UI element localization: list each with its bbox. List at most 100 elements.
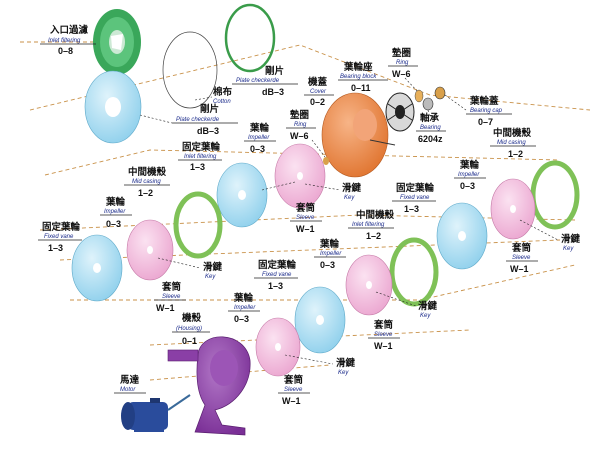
svg-text:0–8: 0–8 — [58, 46, 73, 56]
svg-text:Sleeve: Sleeve — [162, 294, 181, 300]
svg-text:dB–3: dB–3 — [197, 126, 219, 136]
label-impeller-b: 葉輪 Impeller 0–3 — [100, 196, 132, 229]
mid-casing-c-part — [389, 237, 439, 307]
fixed-vane-b-part — [71, 234, 123, 302]
svg-text:Impeller: Impeller — [104, 209, 126, 215]
svg-text:Key: Key — [563, 246, 574, 252]
svg-text:滑鍵: 滑鍵 — [203, 261, 223, 273]
label-mid-casing-c: 中間機殼 Inlet filtering 1–2 — [348, 209, 395, 241]
svg-text:中間機殼: 中間機殼 — [128, 166, 167, 178]
label-sleeve-c: 套筒 Sleeve W–1 — [368, 319, 400, 351]
svg-text:滑鍵: 滑鍵 — [561, 233, 581, 245]
label-impeller-a: 葉輪 Impeller 0–3 — [244, 122, 276, 154]
impeller-c-part — [345, 254, 393, 316]
svg-text:中間機殼: 中間機殼 — [356, 209, 395, 221]
svg-text:Bearing block: Bearing block — [340, 74, 377, 80]
svg-text:0–3: 0–3 — [106, 219, 121, 229]
housing-part — [167, 336, 251, 436]
svg-text:Key: Key — [205, 274, 216, 280]
svg-text:棉布: 棉布 — [213, 86, 233, 98]
svg-text:葉輪: 葉輪 — [319, 238, 340, 250]
svg-text:葉輪蓋: 葉輪蓋 — [469, 95, 499, 107]
svg-text:Impeller: Impeller — [320, 251, 342, 257]
svg-text:Sleeve: Sleeve — [374, 332, 393, 338]
svg-text:1–3: 1–3 — [190, 162, 205, 172]
svg-text:剛片: 剛片 — [265, 65, 284, 77]
svg-text:0–3: 0–3 — [250, 144, 265, 154]
svg-text:葉輪: 葉輪 — [233, 292, 254, 304]
label-ring-top: 墊圈 Ring W–6 — [388, 47, 419, 93]
svg-text:套筒: 套筒 — [511, 242, 532, 254]
svg-text:機殼: 機殼 — [182, 312, 202, 324]
svg-text:中間機殼: 中間機殼 — [493, 127, 532, 139]
svg-text:葉輪座: 葉輪座 — [343, 61, 373, 73]
svg-text:Bearing cap: Bearing cap — [470, 108, 503, 114]
bearing-cap-part — [434, 86, 446, 100]
svg-text:Impeller: Impeller — [234, 305, 256, 311]
svg-text:機蓋: 機蓋 — [308, 76, 328, 88]
svg-text:固定葉輪: 固定葉輪 — [258, 259, 297, 271]
label-impeller-d: 葉輪 Impeller 0–3 — [228, 292, 260, 324]
label-sleeve-right: 套筒 Sleeve W–1 — [506, 242, 538, 274]
motor-part — [121, 394, 191, 432]
label-fixed-vane-d: 固定葉輪 Fixed vane 1–3 — [254, 259, 298, 291]
label-inlet-filter: 入口過濾 Inlet filtering 0–8 — [40, 24, 96, 56]
svg-text:0–3: 0–3 — [234, 314, 249, 324]
svg-text:W–1: W–1 — [374, 341, 393, 351]
label-bearing-block: 葉輪座 Bearing block 0–11 — [338, 61, 388, 93]
svg-text:葉輪: 葉輪 — [105, 196, 126, 208]
svg-text:1–3: 1–3 — [48, 243, 63, 253]
svg-text:固定葉輪: 固定葉輪 — [42, 221, 81, 233]
svg-text:Plate checkerde: Plate checkerde — [176, 117, 220, 123]
label-housing: 機殼 (Housing) 0–1 — [172, 312, 210, 346]
svg-text:Motor: Motor — [120, 387, 136, 393]
svg-text:W–1: W–1 — [282, 396, 301, 406]
label-plate-checker-top: 剛片 Plate checkerde dB–3 — [232, 65, 298, 97]
label-key-c: 滑鍵 Key — [375, 291, 438, 319]
svg-text:葉輪: 葉輪 — [459, 159, 480, 171]
ring-mid-part — [323, 157, 329, 165]
svg-text:W–6: W–6 — [392, 69, 411, 79]
svg-text:1–2: 1–2 — [366, 231, 381, 241]
svg-text:馬達: 馬達 — [119, 374, 140, 386]
svg-text:滑鍵: 滑鍵 — [336, 357, 356, 369]
svg-text:套筒: 套筒 — [161, 281, 182, 293]
label-sleeve-d: 套筒 Sleeve W–1 — [278, 374, 310, 406]
impeller-d-part — [255, 317, 301, 377]
ring-top-part — [414, 89, 424, 103]
svg-text:1–3: 1–3 — [268, 281, 283, 291]
svg-text:0–3: 0–3 — [460, 181, 475, 191]
label-plate-checker-left: 剛片 Plate checkerde dB–3 — [139, 103, 238, 136]
label-ring-mid: 墊圈 Ring W–6 — [286, 109, 326, 158]
key-a-part — [261, 181, 296, 191]
label-fixed-vane-b: 固定葉輪 Fixed vane 1–3 — [38, 221, 82, 253]
svg-text:(Housing): (Housing) — [176, 326, 202, 332]
svg-text:W–6: W–6 — [290, 131, 309, 141]
svg-text:W–1: W–1 — [296, 224, 315, 234]
label-fixed-vane-a: 固定葉輪 Inlet filtering 1–3 — [178, 141, 222, 172]
svg-text:滑鍵: 滑鍵 — [342, 182, 362, 194]
impeller-a-part — [274, 143, 326, 209]
label-impeller-right: 葉輪 Impeller 0–3 — [454, 159, 486, 191]
svg-text:葉輪: 葉輪 — [249, 122, 270, 134]
label-impeller-c: 葉輪 Impeller 0–3 — [314, 238, 346, 270]
bearing-part — [422, 97, 434, 111]
cotton-ring — [162, 31, 218, 109]
bearing-block-part — [385, 92, 415, 132]
svg-text:Ring: Ring — [294, 122, 307, 128]
svg-text:套筒: 套筒 — [283, 374, 304, 386]
svg-text:Ring: Ring — [396, 60, 409, 66]
svg-text:0–3: 0–3 — [320, 260, 335, 270]
svg-text:Cover: Cover — [310, 89, 327, 95]
svg-text:入口過濾: 入口過濾 — [49, 24, 89, 36]
label-sleeve-b: 套筒 Sleeve W–1 — [154, 281, 186, 313]
label-bearing: 軸承 Bearing 6204z — [416, 109, 446, 144]
svg-text:墊圈: 墊圈 — [392, 47, 411, 59]
svg-text:套筒: 套筒 — [295, 202, 316, 214]
fixed-vane-a-part — [216, 162, 268, 228]
svg-text:Inlet filtering: Inlet filtering — [184, 154, 217, 160]
svg-text:Impeller: Impeller — [458, 172, 480, 178]
label-sleeve-a: 套筒 Sleeve W–1 — [290, 202, 322, 234]
label-key-right: 滑鍵 Key — [519, 219, 581, 252]
